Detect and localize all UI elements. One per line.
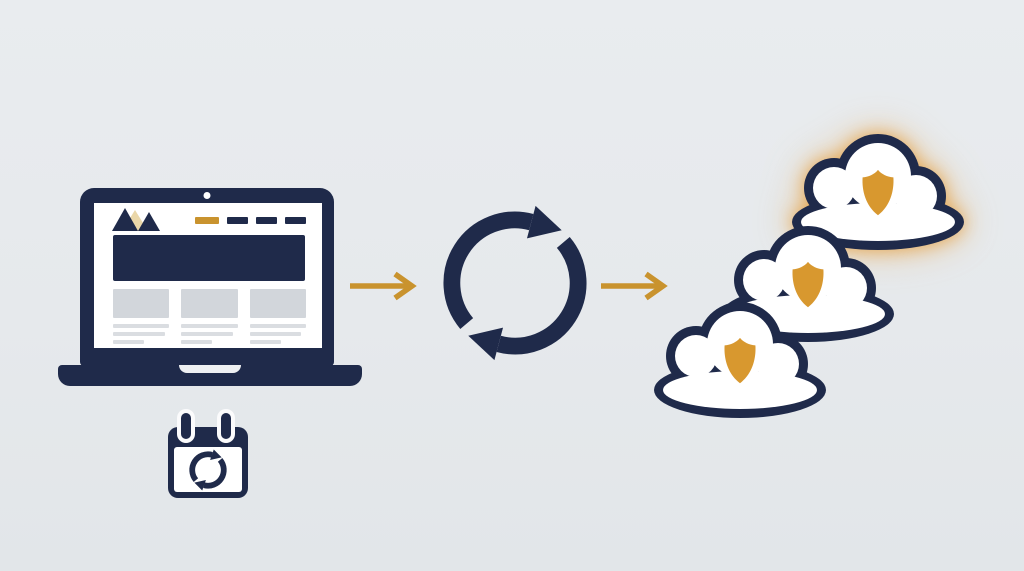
shield-icon (792, 261, 824, 308)
text-line (181, 324, 238, 328)
card-thumbnail (181, 289, 238, 318)
text-line (113, 340, 144, 344)
nav-pill (227, 217, 248, 224)
laptop-base (58, 365, 362, 386)
arrow-right-icon (350, 271, 417, 301)
text-line (181, 332, 234, 336)
text-line (113, 324, 170, 328)
website-content-card (113, 289, 170, 344)
text-line (249, 340, 281, 344)
text-line (181, 340, 213, 344)
webcam-dot-icon (203, 192, 211, 199)
cloud-shield-icon (648, 300, 828, 420)
card-thumbnail (249, 289, 306, 318)
sync-arrows-icon (443, 205, 587, 361)
website-mockup (94, 203, 322, 348)
laptop-base-notch (179, 365, 241, 373)
website-logo-icon (112, 208, 162, 231)
nav-pill-active (195, 217, 219, 224)
website-nav (195, 217, 306, 224)
text-line (249, 332, 302, 336)
nav-pill (285, 217, 306, 224)
text-line (249, 324, 306, 328)
shield-icon (862, 169, 894, 216)
text-line (113, 332, 165, 336)
calendar-sync-icon (168, 413, 248, 498)
sync-arrows-icon (189, 449, 227, 491)
arrow-right-icon (601, 271, 668, 301)
laptop-website-icon (80, 188, 334, 366)
website-content-card (249, 289, 306, 344)
website-content-card (181, 289, 238, 344)
website-hero-banner (113, 235, 305, 281)
nav-pill (256, 217, 277, 224)
website-content-row (113, 289, 306, 344)
logo-triangle (112, 208, 138, 231)
logo-triangle (138, 212, 160, 231)
calendar-ring (181, 413, 191, 439)
shield-icon (724, 337, 756, 384)
card-thumbnail (113, 289, 170, 318)
calendar-ring (221, 413, 231, 439)
calendar-body (168, 427, 248, 498)
